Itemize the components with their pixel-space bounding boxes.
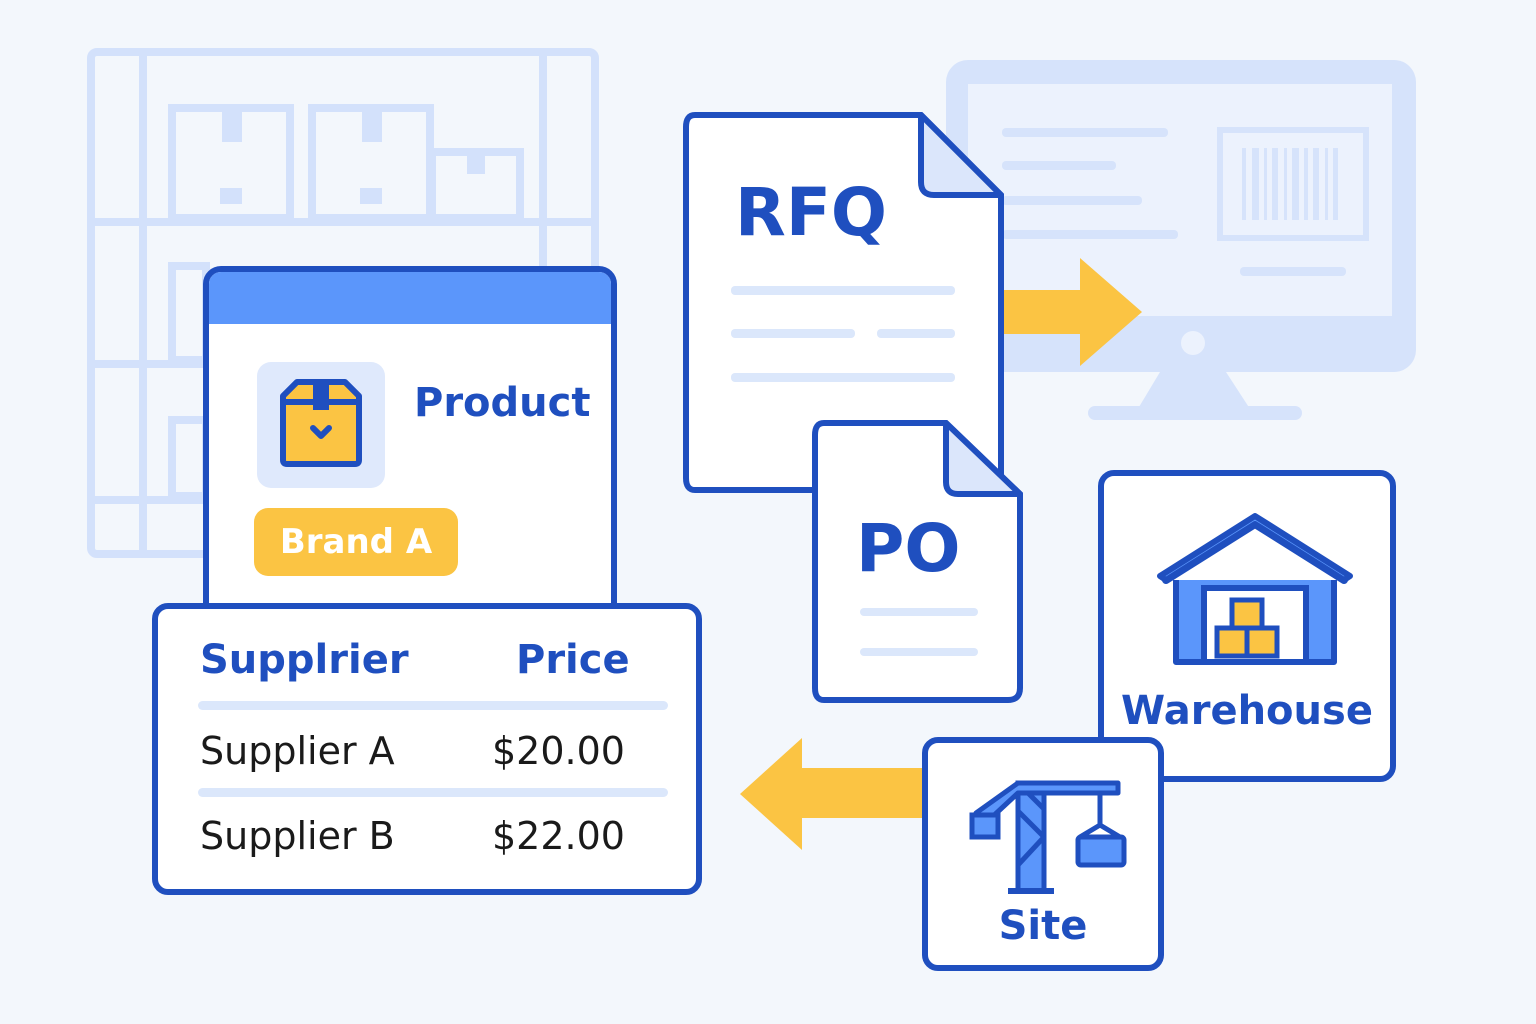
product-icon-container	[257, 362, 385, 488]
supplier-price-table: Supplrier Price Supplier A $20.00 Suppli…	[152, 603, 702, 895]
site-card: Site	[922, 737, 1164, 971]
crane-icon	[969, 780, 1127, 894]
warehouse-label: Warehouse	[1121, 688, 1373, 734]
product-card-header	[209, 272, 611, 324]
box-icon	[280, 379, 362, 467]
po-label: PO	[856, 510, 961, 587]
monitor-icon	[946, 60, 1416, 420]
brand-badge: Brand A	[254, 508, 458, 576]
document-icon	[812, 420, 1023, 703]
rfq-document: RFQ	[683, 112, 1005, 496]
column-header-supplier: Supplrier	[200, 637, 409, 683]
site-label: Site	[998, 903, 1088, 949]
po-document: PO	[812, 420, 1024, 704]
arrow-left-icon	[740, 738, 924, 850]
rfq-label: RFQ	[735, 174, 888, 251]
table-row-supplier: Supplier A	[200, 729, 395, 773]
barcode-icon	[1217, 127, 1369, 241]
arrow-right-icon	[1002, 258, 1142, 366]
table-row-supplier: Supplier B	[200, 814, 395, 858]
product-card: Product Brand A	[203, 266, 617, 626]
product-title: Product	[414, 380, 591, 426]
table-divider	[198, 701, 668, 710]
column-header-price: Price	[516, 637, 630, 683]
table-row-price: $22.00	[492, 814, 625, 858]
table-row-price: $20.00	[492, 729, 625, 773]
warehouse-card: Warehouse	[1098, 470, 1396, 782]
table-divider	[198, 788, 668, 797]
warehouse-icon	[1157, 513, 1353, 665]
shelf-box-marks	[220, 112, 485, 204]
